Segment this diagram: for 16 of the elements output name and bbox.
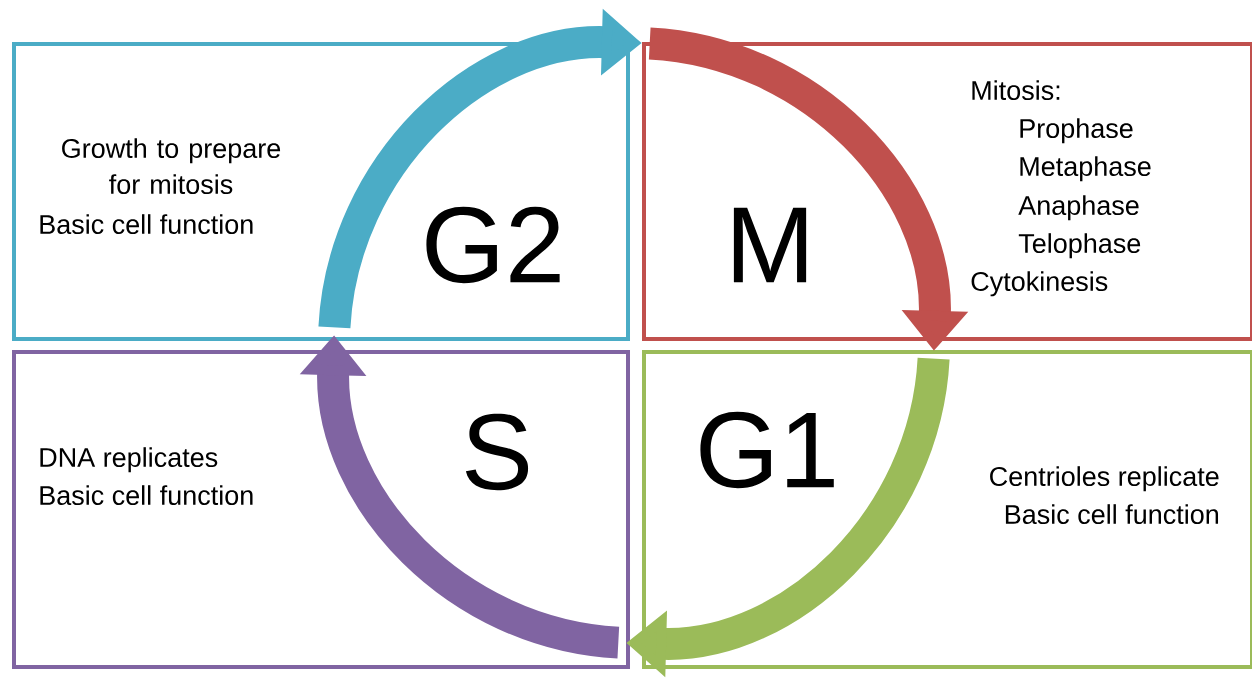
description-text: Basic cell function — [40, 214, 253, 235]
description-text: Metaphase — [1020, 156, 1151, 182]
description-text: Basic cell function — [1005, 504, 1218, 525]
description-text: Cytokinesis — [971, 271, 1108, 297]
description-text: Telophase — [1018, 233, 1141, 259]
phase-letter: M — [733, 207, 807, 283]
description-text: Basic cell function — [40, 485, 253, 506]
description-text: Growth to prepare for mitosis — [62, 138, 281, 195]
description-text: Centrioles replicate — [990, 466, 1219, 492]
phase-letter: G1 — [700, 411, 834, 489]
description-text: Anaphase — [1018, 195, 1139, 221]
description-text: DNA replicates — [40, 447, 218, 473]
phase-letter: G2 — [426, 206, 560, 284]
phase-letter: S — [465, 413, 529, 491]
description-text: Mitosis: — [972, 80, 1060, 101]
description-text: Prophase — [1020, 118, 1133, 144]
